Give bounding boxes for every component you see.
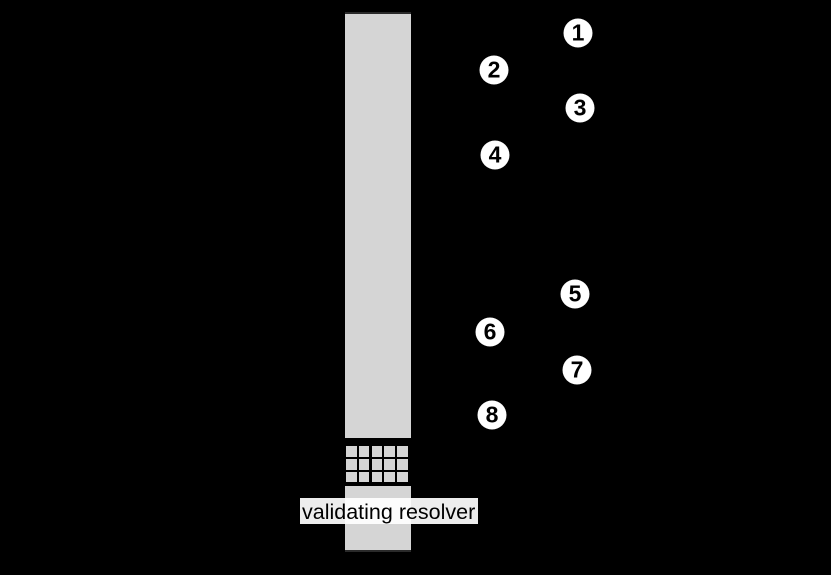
step-number: 8 [485,401,499,428]
cache-cell [384,446,395,457]
resolver-bar-upper [345,12,411,438]
step-marker-4: 4 [480,140,510,170]
cache-cell [371,458,383,470]
step-number: 6 [483,318,497,345]
step-marker-1: 1 [563,18,593,48]
cache-cell [358,471,370,483]
cache-grid [346,446,408,483]
step-marker-3: 3 [565,93,595,123]
cache-cell [346,446,357,457]
cache-cell [397,446,408,457]
step-marker-8: 8 [477,400,507,430]
cache-cell [371,471,383,483]
step-number: 3 [573,94,587,121]
cache-cell [346,471,357,483]
step-number: 1 [571,19,585,46]
cache-cell [384,471,395,483]
resolver-label: validating resolver [300,498,478,524]
cache-cell [397,458,408,470]
step-number: 4 [488,141,502,168]
cache-cell [358,458,370,470]
step-number: 2 [487,56,501,83]
cache-cell [346,458,357,470]
cache-cell [358,446,370,457]
step-number: 7 [570,356,584,383]
cache-cell [384,458,395,470]
step-number: 5 [568,280,582,307]
step-marker-7: 7 [562,355,592,385]
step-marker-2: 2 [479,55,509,85]
step-marker-5: 5 [560,279,590,309]
cache-cell [397,471,408,483]
cache-cell [371,446,383,457]
step-marker-6: 6 [475,317,505,347]
